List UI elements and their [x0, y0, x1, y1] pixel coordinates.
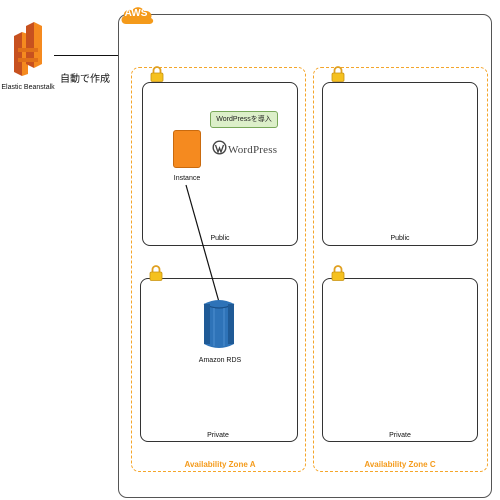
private-subnet-c-label: Private	[389, 432, 411, 439]
availability-zone-c-label: Availability Zone C	[364, 460, 436, 469]
connector-line	[54, 55, 118, 56]
lock-icon	[150, 66, 164, 82]
amazon-rds-icon	[203, 300, 235, 348]
wordpress-logo-text: WordPress	[228, 144, 278, 156]
ec2-instance-icon	[173, 130, 201, 168]
lock-icon	[149, 265, 163, 281]
aws-badge-label: AWS	[124, 8, 148, 19]
public-subnet-a	[142, 82, 298, 246]
wordpress-logo-icon	[212, 140, 227, 155]
public-subnet-c	[322, 82, 478, 246]
instance-label: Instance	[173, 175, 201, 182]
lock-icon	[331, 265, 345, 281]
availability-zone-c	[313, 67, 488, 472]
availability-zone-a-label: Availability Zone A	[184, 460, 256, 469]
private-subnet-a-label: Private	[207, 432, 229, 439]
private-subnet-a	[140, 278, 298, 442]
private-subnet-c	[322, 278, 478, 442]
wordpress-install-tag: WordPressを導入	[210, 111, 278, 128]
elastic-beanstalk-label: Elastic Beanstalk	[1, 84, 55, 91]
public-subnet-c-label: Public	[390, 235, 410, 242]
elastic-beanstalk-icon	[14, 22, 42, 76]
lock-icon	[331, 66, 345, 82]
availability-zone-a	[131, 67, 306, 472]
connector-label: 自動で作成	[60, 74, 110, 85]
public-subnet-a-label: Public	[210, 235, 230, 242]
amazon-rds-label: Amazon RDS	[198, 357, 242, 364]
cloud-icon	[121, 7, 154, 24]
